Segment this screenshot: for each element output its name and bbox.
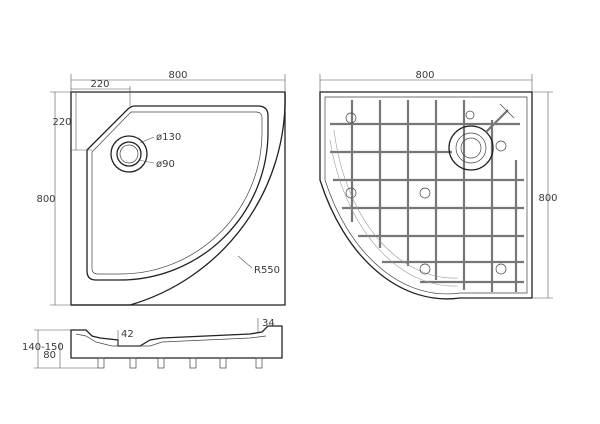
dim-left-height-label: 800 bbox=[36, 194, 55, 205]
drain-inner-circle bbox=[116, 141, 142, 167]
drain-pipe-end bbox=[499, 103, 515, 119]
drain-housing-outer bbox=[448, 125, 494, 171]
section-profile bbox=[70, 325, 283, 359]
top-view: 800 220 220 800 ø130 ø90 R550 bbox=[36, 70, 286, 306]
section-foot bbox=[189, 357, 197, 369]
support-feet bbox=[345, 110, 507, 275]
rib-grid bbox=[330, 100, 524, 292]
drain-outer-label: ø130 bbox=[156, 132, 181, 143]
dim-section-base-label: 80 bbox=[43, 350, 56, 361]
section-foot bbox=[157, 357, 165, 369]
support-foot bbox=[345, 112, 357, 124]
support-foot bbox=[345, 187, 357, 199]
basin-inner-outline bbox=[86, 105, 269, 281]
section-inner-line bbox=[75, 333, 267, 347]
support-foot bbox=[495, 263, 507, 275]
dim-section-total-label: 140-150 bbox=[22, 342, 64, 353]
drain-core-circle bbox=[119, 144, 139, 164]
arc-rib bbox=[333, 129, 459, 279]
support-foot bbox=[419, 187, 431, 199]
underside-outline bbox=[319, 91, 533, 300]
drain-inner-label: ø90 bbox=[156, 159, 175, 170]
drain-housing-inner bbox=[460, 137, 482, 159]
tray-outer-outline bbox=[70, 91, 286, 306]
radius-label: R550 bbox=[254, 265, 280, 276]
section-foot bbox=[255, 357, 263, 369]
support-foot bbox=[465, 110, 475, 120]
drain-outer-circle bbox=[110, 135, 148, 173]
tray-front-arc bbox=[71, 91, 286, 306]
section-foot bbox=[97, 357, 105, 369]
support-foot bbox=[419, 263, 431, 275]
drain-outer-leader bbox=[139, 136, 155, 144]
side-section: 140-150 80 42 34 bbox=[22, 318, 283, 369]
section-foot bbox=[219, 357, 227, 369]
drain-housing-middle bbox=[455, 132, 487, 164]
underside-inner-outline bbox=[324, 96, 528, 295]
basin-inner-lip bbox=[91, 111, 263, 275]
drain-inner-leader bbox=[137, 159, 155, 164]
dim-back-width-label: 800 bbox=[415, 70, 434, 81]
dim-rim-height-label: 34 bbox=[262, 318, 275, 329]
dim-top-width-label: 800 bbox=[168, 70, 187, 81]
dim-top-offset-label: 220 bbox=[90, 79, 109, 90]
drain-pipe bbox=[485, 109, 509, 133]
support-foot bbox=[495, 140, 507, 152]
section-feet bbox=[97, 357, 263, 369]
dim-rim-offset-label: 42 bbox=[121, 329, 134, 340]
dim-back-height-label: 800 bbox=[538, 193, 557, 204]
bottom-view: 800 800 bbox=[319, 70, 558, 300]
section-foot bbox=[129, 357, 137, 369]
radius-leader bbox=[237, 255, 253, 269]
dim-left-offset-label: 220 bbox=[52, 117, 71, 128]
arc-rib bbox=[329, 139, 459, 287]
